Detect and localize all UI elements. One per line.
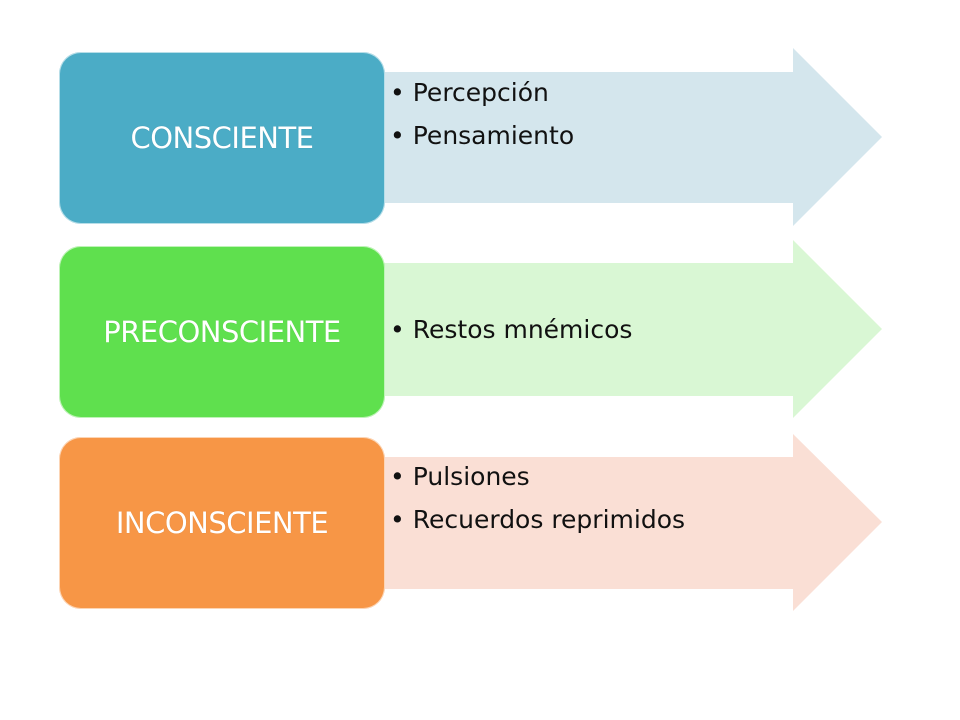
bullet-list-inconsciente: Pulsiones Recuerdos reprimidos <box>390 455 685 541</box>
list-item: Percepción <box>390 71 574 114</box>
list-item: Restos mnémicos <box>390 308 633 351</box>
level-label: PRECONSCIENTE <box>103 315 341 349</box>
list-item: Pensamiento <box>390 114 574 157</box>
bullet-list-consciente: Percepción Pensamiento <box>390 71 574 157</box>
level-box-inconsciente: INCONSCIENTE <box>59 437 385 609</box>
level-label: INCONSCIENTE <box>115 506 329 540</box>
level-box-consciente: CONSCIENTE <box>59 52 385 224</box>
level-box-preconsciente: PRECONSCIENTE <box>59 246 385 418</box>
list-item: Pulsiones <box>390 455 685 498</box>
level-label: CONSCIENTE <box>130 121 314 155</box>
list-item: Recuerdos reprimidos <box>390 498 685 541</box>
bullet-list-preconsciente: Restos mnémicos <box>390 308 633 351</box>
